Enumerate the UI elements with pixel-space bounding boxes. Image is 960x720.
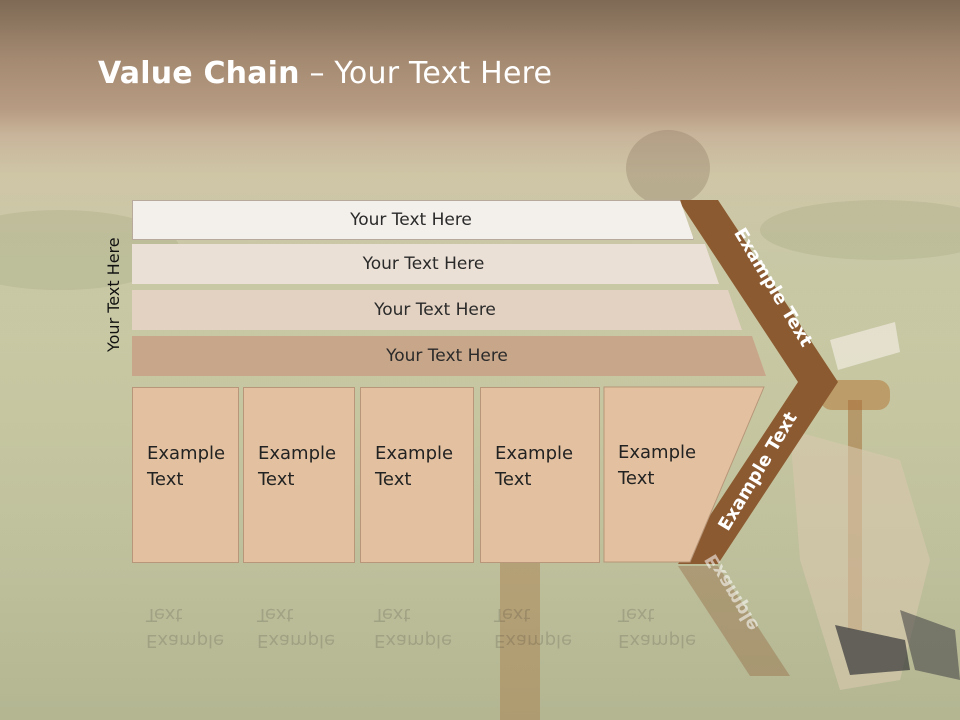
box-1-line2: Text [147, 469, 184, 490]
bar-3-label: Your Text Here [374, 300, 496, 320]
box-1-line1: Example [147, 443, 226, 464]
bar-4-label: Your Text Here [386, 346, 508, 366]
reflection-4-line2: Text [494, 604, 531, 625]
reflection-4: Example Text [480, 566, 600, 706]
box-2-line1: Example [258, 443, 337, 464]
bar-2-label: Your Text Here [362, 254, 485, 274]
box-3-line1: Example [375, 443, 454, 464]
reflection-2-line1: Example [257, 630, 336, 651]
book [830, 322, 900, 370]
box-5-line2: Text [618, 468, 655, 489]
reflection-3-line2: Text [374, 604, 411, 625]
side-label: Your Text Here [104, 237, 123, 352]
slide-title: Value Chain – Your Text Here [98, 56, 553, 91]
bar-1-label: Your Text Here [350, 210, 472, 230]
reflection-3-line1: Example [374, 630, 453, 651]
person-legs [790, 430, 930, 690]
chair-arm [820, 380, 890, 410]
box-5-line1: Example [618, 442, 697, 463]
chevron-arrow [678, 200, 838, 564]
box-5-shape [603, 386, 765, 563]
bar-4: Your Text Here [132, 336, 766, 376]
reflection-2-line2: Text [257, 604, 294, 625]
bar-3: Your Text Here [132, 290, 742, 330]
reflection-1-line1: Example [146, 630, 225, 651]
box-4-line2: Text [495, 469, 532, 490]
box-3-line2: Text [375, 469, 412, 490]
bar-1: Your Text Here [132, 200, 694, 240]
shoe [835, 625, 910, 675]
reflection-1: Example Text [132, 566, 239, 706]
bar-2: Your Text Here [132, 244, 719, 284]
reflection-3: Example Text [360, 566, 474, 706]
reflection-1-line2: Text [146, 604, 183, 625]
box-2-line2: Text [258, 469, 295, 490]
box-4-line1: Example [495, 443, 574, 464]
person-head [626, 130, 710, 206]
reflection-2: Example Text [243, 566, 355, 706]
reflection-4-line1: Example [494, 630, 573, 651]
